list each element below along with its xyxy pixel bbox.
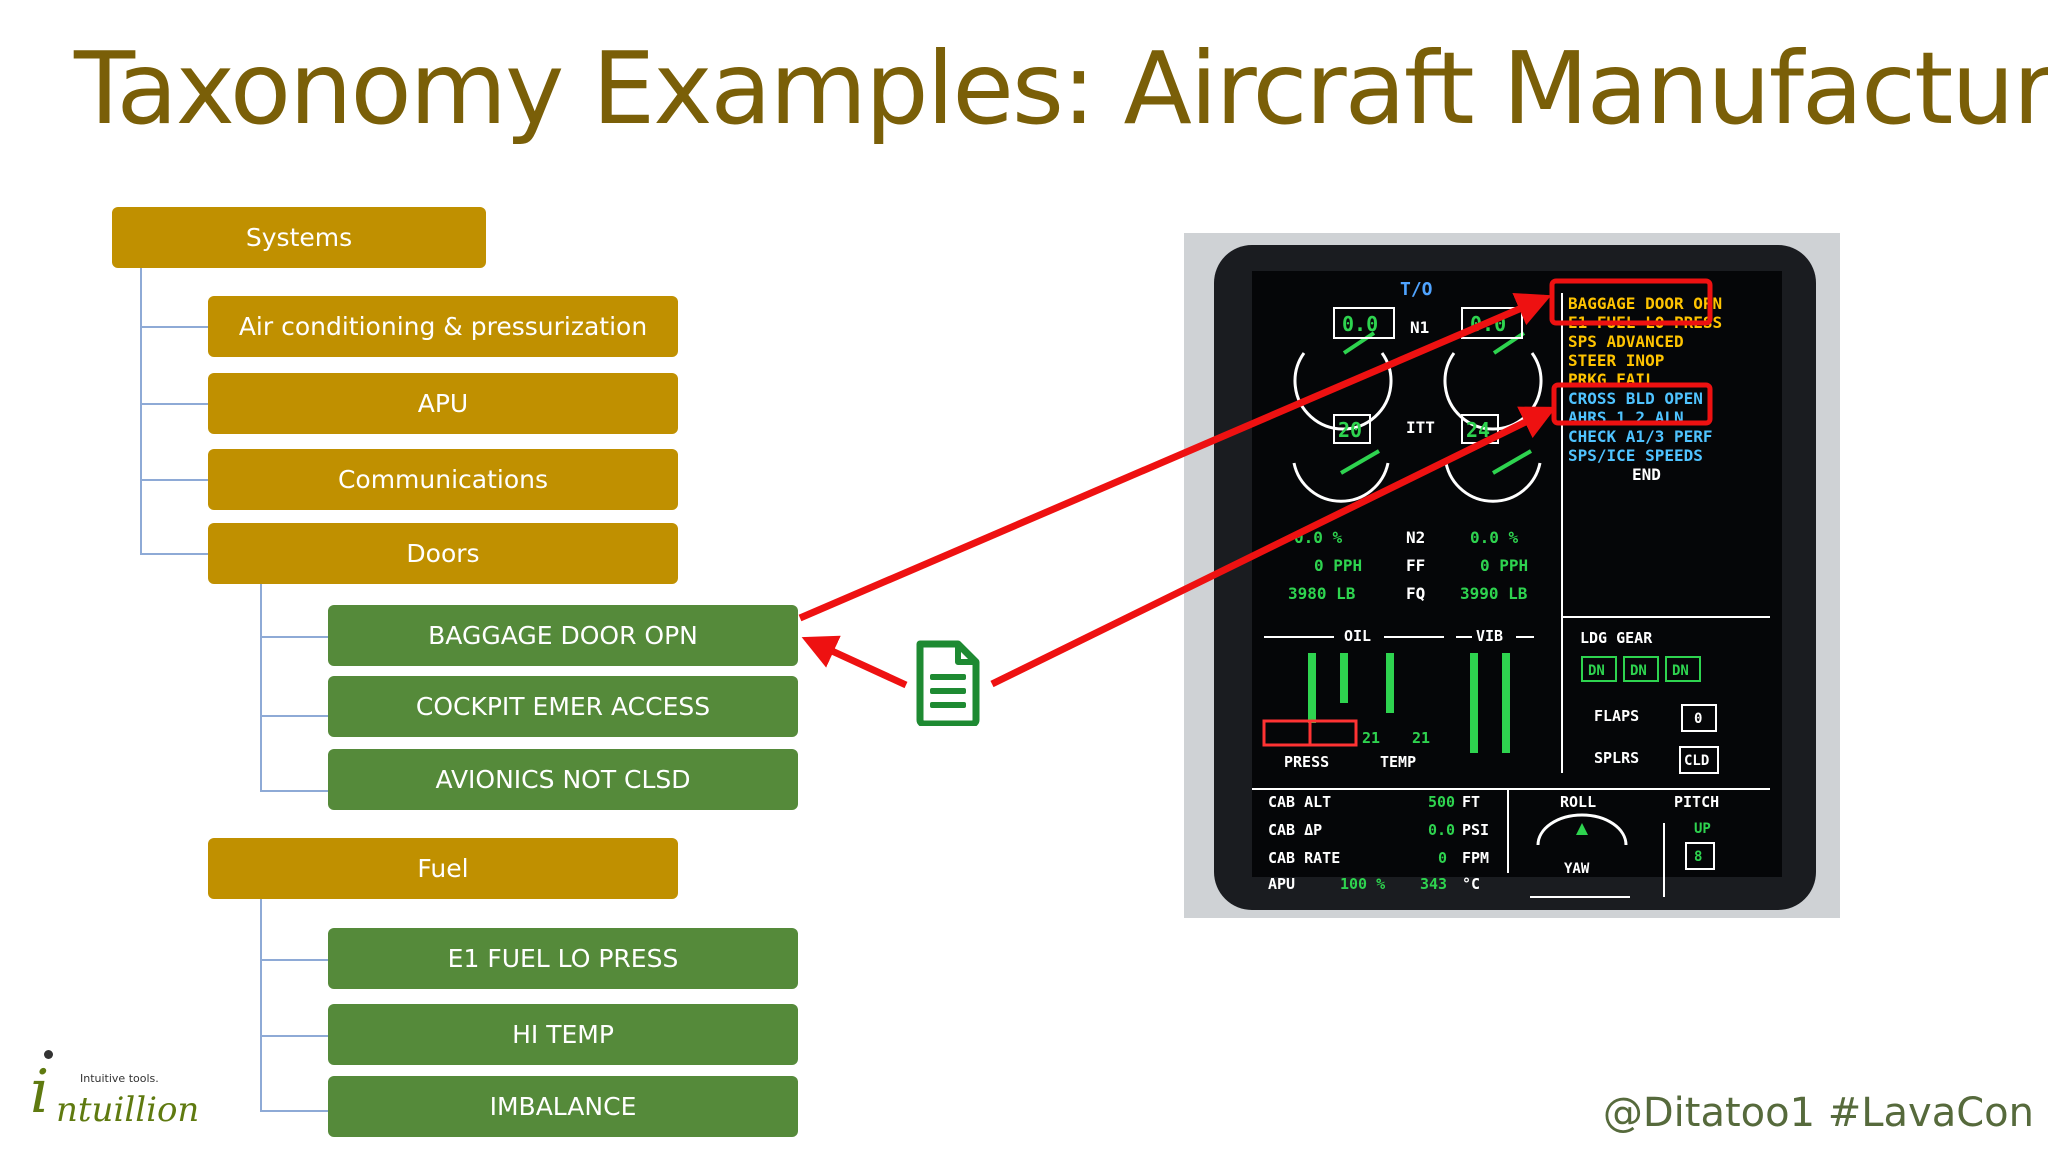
intuillion-logo: i Intuitive tools. ntuillion bbox=[26, 1040, 200, 1140]
logo-wordmark: ntuillion bbox=[56, 1090, 200, 1130]
cas-message: BAGGAGE DOOR OPN bbox=[1568, 294, 1722, 313]
cab-alt-label: CAB ALT bbox=[1268, 793, 1331, 811]
cab-alt-value: 500 bbox=[1428, 793, 1455, 811]
tree-node-communications: Communications bbox=[208, 449, 678, 510]
svg-text:0.0: 0.0 bbox=[1470, 312, 1506, 336]
fq-label: FQ bbox=[1406, 584, 1425, 603]
tree-connector bbox=[140, 326, 208, 328]
temp-label: TEMP bbox=[1380, 753, 1416, 771]
apu-pct-value: 100 % bbox=[1340, 875, 1385, 893]
fq-right-value: 3990 LB bbox=[1460, 584, 1528, 603]
cas-message: SPS ADVANCED bbox=[1568, 332, 1684, 351]
tree-node-doors: Doors bbox=[208, 523, 678, 584]
cab-rate-unit: FPM bbox=[1462, 849, 1489, 867]
logo-tagline: Intuitive tools. bbox=[80, 1072, 159, 1085]
pitch-value: 8 bbox=[1694, 849, 1702, 865]
cas-message: CHECK A1/3 PERF bbox=[1568, 427, 1713, 446]
tree-node-apu: APU bbox=[208, 373, 678, 434]
tree-leaf-avionics-not-clsd: AVIONICS NOT CLSD bbox=[328, 749, 798, 810]
logo-dot bbox=[44, 1050, 53, 1059]
itt-label: ITT bbox=[1406, 418, 1435, 437]
cockpit-display-photo: T/O 0.0 N1 0.0 20 ITT 24 0.0 % N2 0.0 % … bbox=[1184, 233, 1840, 918]
tree-leaf-cockpit-emer-access: COCKPIT EMER ACCESS bbox=[328, 676, 798, 737]
roll-label: ROLL bbox=[1560, 793, 1596, 811]
tree-leaf-imbalance: IMBALANCE bbox=[328, 1076, 798, 1137]
cab-dp-label: CAB ΔP bbox=[1268, 821, 1322, 839]
flaps-label: FLAPS bbox=[1594, 707, 1639, 725]
fq-left-value: 3980 LB bbox=[1288, 584, 1356, 603]
tree-connector bbox=[260, 584, 262, 792]
cab-rate-label: CAB RATE bbox=[1268, 849, 1340, 867]
ff-label: FF bbox=[1406, 556, 1425, 575]
gear-dn: DN bbox=[1672, 663, 1689, 679]
n2-left-value: 0.0 % bbox=[1294, 528, 1343, 547]
cas-end: END bbox=[1632, 465, 1661, 484]
press-label: PRESS bbox=[1284, 753, 1329, 771]
ff-left-value: 0 PPH bbox=[1314, 556, 1362, 575]
svg-text:20: 20 bbox=[1338, 418, 1362, 442]
tree-leaf-e1-fuel-lo-press: E1 FUEL LO PRESS bbox=[328, 928, 798, 989]
splrs-value: CLD bbox=[1684, 753, 1709, 769]
n2-label: N2 bbox=[1406, 528, 1425, 547]
cab-alt-unit: FT bbox=[1462, 793, 1480, 811]
page-title: Taxonomy Examples: Aircraft Manufacturer bbox=[74, 30, 2048, 147]
yaw-label: YAW bbox=[1564, 861, 1590, 877]
highlight-baggage-door bbox=[1549, 278, 1713, 326]
tree-node-systems: Systems bbox=[112, 207, 486, 268]
tree-connector bbox=[140, 403, 208, 405]
n2-right-value: 0.0 % bbox=[1470, 528, 1519, 547]
tree-connector bbox=[260, 790, 328, 792]
apu-temp-unit: °C bbox=[1462, 875, 1480, 893]
tree-connector bbox=[140, 479, 208, 481]
oil-temp-right: 21 bbox=[1412, 729, 1430, 747]
ff-right-value: 0 PPH bbox=[1480, 556, 1528, 575]
splrs-label: SPLRS bbox=[1594, 749, 1639, 767]
highlight-cross-bld bbox=[1551, 382, 1713, 426]
tree-leaf-baggage-door-opn: BAGGAGE DOOR OPN bbox=[328, 605, 798, 666]
tree-connector bbox=[260, 1110, 328, 1112]
cas-message: CROSS BLD OPEN bbox=[1568, 389, 1703, 408]
apu-label: APU bbox=[1268, 875, 1295, 893]
cab-dp-unit: PSI bbox=[1462, 821, 1489, 839]
tree-leaf-hi-temp: HI TEMP bbox=[328, 1004, 798, 1065]
svg-text:24: 24 bbox=[1466, 418, 1490, 442]
tree-node-fuel: Fuel bbox=[208, 838, 678, 899]
display-header: T/O bbox=[1400, 279, 1433, 300]
pitch-label: PITCH bbox=[1674, 793, 1719, 811]
tree-connector bbox=[260, 898, 262, 1112]
tree-connector bbox=[260, 715, 328, 717]
cab-rate-value: 0 bbox=[1438, 849, 1447, 867]
oil-temp-left: 21 bbox=[1362, 729, 1380, 747]
footer-handle: @Ditatoo1 #LavaCon bbox=[1602, 1090, 2034, 1136]
svg-text:0.0: 0.0 bbox=[1342, 312, 1378, 336]
arrow-to-document bbox=[801, 635, 908, 689]
tree-node-air-conditioning: Air conditioning & pressurization bbox=[208, 296, 678, 357]
tree-connector bbox=[140, 553, 208, 555]
gear-dn: DN bbox=[1588, 663, 1605, 679]
tree-connector bbox=[260, 1035, 328, 1037]
cas-message: SPS/ICE SPEEDS bbox=[1568, 446, 1703, 465]
ldg-gear-label: LDG GEAR bbox=[1580, 629, 1653, 647]
gear-dn: DN bbox=[1630, 663, 1647, 679]
roll-arc bbox=[1536, 813, 1628, 846]
document-icon bbox=[916, 640, 980, 726]
apu-temp-value: 343 bbox=[1420, 875, 1447, 893]
logo-i-letter: i bbox=[30, 1057, 50, 1127]
cas-message: STEER INOP bbox=[1568, 351, 1664, 370]
tree-connector bbox=[260, 636, 328, 638]
tree-connector bbox=[140, 268, 142, 554]
pitch-up-label: UP bbox=[1694, 821, 1711, 837]
oil-label: OIL bbox=[1344, 627, 1371, 645]
tree-connector bbox=[260, 959, 328, 961]
flaps-value: 0 bbox=[1694, 711, 1702, 727]
vib-label: VIB bbox=[1476, 627, 1503, 645]
cab-dp-value: 0.0 bbox=[1428, 821, 1455, 839]
n1-label: N1 bbox=[1410, 318, 1429, 337]
